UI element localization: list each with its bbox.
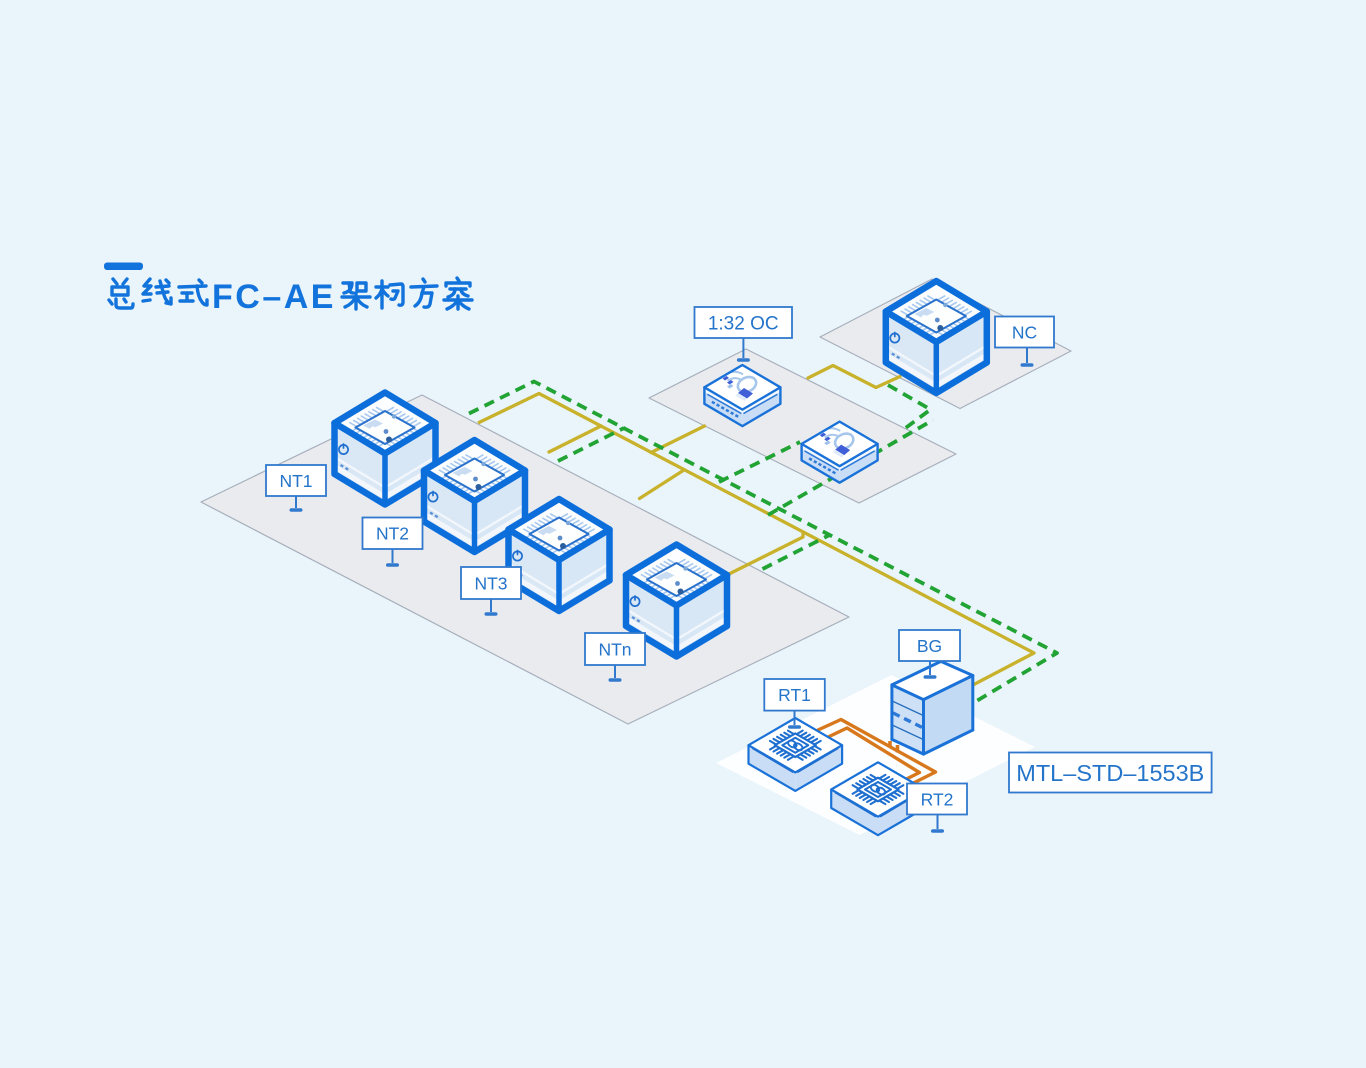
svg-text:NTn: NTn — [598, 639, 631, 659]
svg-text:1:32 OC: 1:32 OC — [708, 313, 779, 334]
svg-text:NT2: NT2 — [376, 524, 409, 544]
svg-text:RT1: RT1 — [778, 685, 811, 705]
svg-text:BG: BG — [917, 636, 942, 656]
svg-text:NC: NC — [1012, 322, 1037, 342]
svg-text:RT2: RT2 — [921, 789, 954, 809]
svg-text:MTL–STD–1553B: MTL–STD–1553B — [1016, 760, 1204, 786]
svg-text:NT3: NT3 — [474, 573, 507, 593]
svg-text:FC–AE: FC–AE — [212, 278, 336, 316]
svg-text:NT1: NT1 — [279, 471, 312, 491]
